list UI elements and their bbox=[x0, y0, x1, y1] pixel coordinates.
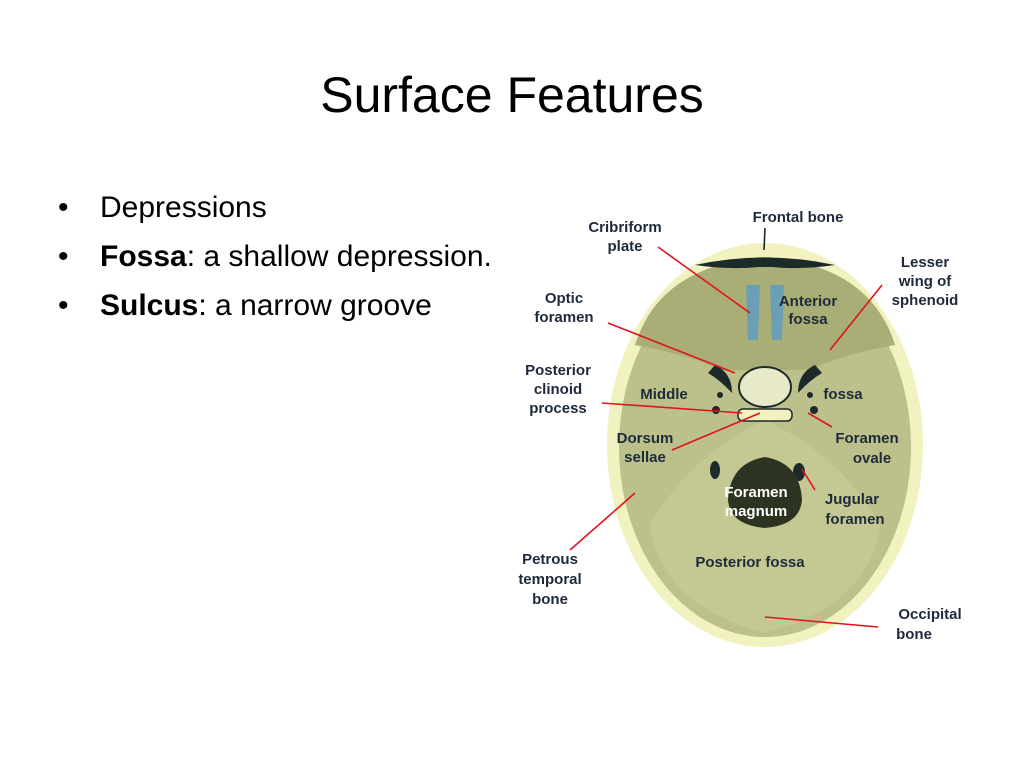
label-cribriform-2: plate bbox=[607, 238, 642, 255]
foramen-ovale-left bbox=[712, 406, 720, 414]
bullet-term: Sulcus bbox=[100, 289, 199, 322]
label-lesser-1: Lesser bbox=[901, 254, 950, 271]
cribriform-plate-left bbox=[746, 285, 760, 340]
label-frontal-bone: Frontal bone bbox=[753, 209, 844, 226]
label-lesser-2: wing of bbox=[898, 273, 952, 290]
jugular-foramen-right bbox=[793, 463, 805, 481]
label-middle: Middle bbox=[640, 386, 688, 403]
label-dorsum-2: sellae bbox=[624, 449, 666, 466]
foramen-rotundum-left bbox=[717, 392, 723, 398]
pointer-jugular bbox=[801, 468, 816, 491]
bullet-dot: • bbox=[58, 191, 69, 224]
label-optic-1: Optic bbox=[545, 290, 583, 307]
bullet-definition: : a narrow groove bbox=[198, 289, 432, 322]
pointer-dorsum bbox=[671, 412, 761, 451]
label-posterior-clinoid-1: Posterior bbox=[525, 362, 591, 379]
label-jugular-1: Jugular bbox=[825, 491, 879, 508]
lesser-wing-left-edge bbox=[708, 365, 732, 393]
cribriform-plate-right bbox=[770, 285, 784, 340]
dorsum-sellae-shape bbox=[737, 408, 793, 422]
pointer-posterior-clinoid bbox=[601, 402, 743, 414]
bullet-definition: : a shallow depression. bbox=[186, 240, 492, 273]
pointer-optic bbox=[607, 322, 736, 374]
sella-turcica bbox=[738, 366, 792, 408]
foramen-rotundum-right bbox=[807, 392, 813, 398]
label-occipital-2: bone bbox=[896, 626, 932, 643]
bullet-term: Fossa bbox=[100, 240, 187, 273]
pointer-petrous bbox=[569, 492, 636, 551]
pointer-occipital bbox=[764, 616, 879, 628]
foramen-magnum bbox=[728, 457, 802, 528]
bullet-dot: • bbox=[58, 289, 69, 322]
bullet-list: • Depressions • Fossa: a shallow depress… bbox=[58, 190, 498, 337]
label-dorsum-1: Dorsum bbox=[617, 430, 674, 447]
label-anterior-1: Anterior bbox=[779, 293, 838, 310]
label-petrous-1: Petrous bbox=[522, 551, 578, 568]
pointer-frontal bbox=[763, 227, 766, 251]
label-magnum-1: Foramen bbox=[724, 484, 787, 501]
lesser-wing-right-edge bbox=[798, 365, 822, 393]
label-posterior-clinoid-2: clinoid bbox=[534, 381, 582, 398]
label-occipital-1: Occipital bbox=[898, 606, 961, 623]
label-jugular-2: foramen bbox=[825, 511, 884, 528]
label-lesser-3: sphenoid bbox=[892, 292, 959, 309]
bullet-item-sulcus: • Sulcus: a narrow groove bbox=[58, 288, 498, 324]
anterior-fossa-region bbox=[635, 257, 895, 370]
label-magnum-2: magnum bbox=[725, 503, 788, 520]
label-fossa: fossa bbox=[823, 386, 863, 403]
pointer-foramen-ovale bbox=[807, 412, 833, 428]
slide-title: Surface Features bbox=[320, 67, 704, 123]
label-petrous-2: temporal bbox=[518, 571, 581, 588]
bullet-dot: • bbox=[58, 240, 69, 273]
foramen-ovale-right bbox=[810, 406, 818, 414]
label-petrous-3: bone bbox=[532, 591, 568, 608]
label-optic-2: foramen bbox=[534, 309, 593, 326]
jugular-foramen-left bbox=[710, 461, 720, 479]
label-foramen-ovale-2: ovale bbox=[853, 450, 891, 467]
label-posterior-clinoid-3: process bbox=[529, 400, 587, 417]
pointer-lesser-wing bbox=[829, 284, 883, 351]
label-anterior-2: fossa bbox=[788, 311, 828, 328]
skull-base-diagram: Cribriform plate Frontal bone Lesser win… bbox=[518, 209, 962, 647]
label-posterior-fossa: Posterior fossa bbox=[695, 554, 805, 571]
frontal-crest bbox=[695, 257, 835, 269]
label-foramen-ovale-1: Foramen bbox=[835, 430, 898, 447]
label-cribriform-1: Cribriform bbox=[588, 219, 661, 236]
pointer-cribriform bbox=[657, 246, 751, 314]
bullet-item-depressions: • Depressions bbox=[58, 190, 498, 226]
bullet-text: Depressions bbox=[100, 191, 267, 224]
bullet-item-fossa: • Fossa: a shallow depression. bbox=[58, 239, 498, 275]
